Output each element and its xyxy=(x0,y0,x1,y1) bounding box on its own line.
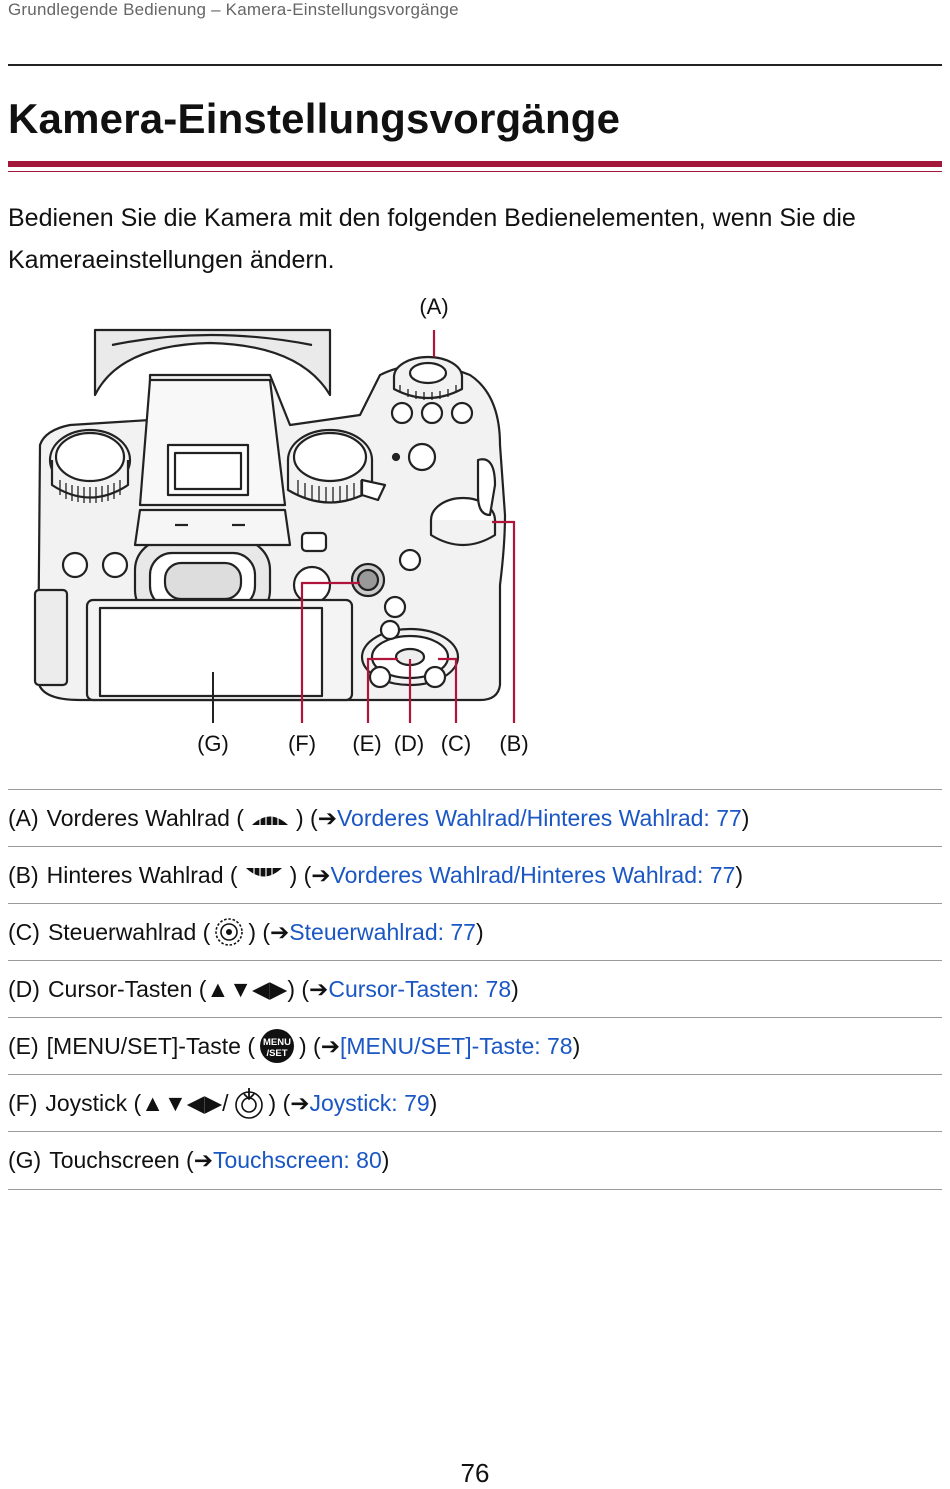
breadcrumb: Grundlegende Bedienung – Kamera-Einstell… xyxy=(8,0,459,19)
legend-row: (E) [MENU/SET]-Taste ( MENU /SET ) (➔ [M… xyxy=(8,1017,942,1074)
callout-a: (A) xyxy=(419,294,448,319)
svg-text:MENU: MENU xyxy=(263,1037,291,1048)
legend-row: (D) Cursor-Tasten ( ▲▼◀▶ ) (➔ Cursor-Tas… xyxy=(8,960,942,1017)
link-touchscreen[interactable]: Touchscreen: 80 xyxy=(212,1146,382,1173)
title-underline-thick xyxy=(8,161,942,167)
joystick-press-icon xyxy=(234,1088,263,1119)
link-cursor-keys[interactable]: Cursor-Tasten: 78 xyxy=(328,975,512,1002)
page-title: Kamera-Einstellungsvorgänge xyxy=(8,95,621,142)
legend-row: (B) Hinteres Wahlrad ( ) (➔ Vorderes Wah… xyxy=(8,846,942,903)
controls-legend: (A) Vorderes Wahlrad ( ) (➔ Vorderes Wah… xyxy=(8,789,942,1190)
camera-diagram: (A) (G) (F) (E) (D) (C) (B) xyxy=(33,294,529,756)
callout-e: (E) xyxy=(352,731,381,756)
control-dial-icon xyxy=(215,918,244,946)
cursor-arrows: ▲▼◀▶ xyxy=(206,975,288,1002)
legend-row: (F) Joystick ( ▲▼◀▶/ ) (➔ Joystick: 79 ) xyxy=(8,1074,942,1131)
callout-c: (C) xyxy=(441,731,472,756)
link-menu-set[interactable]: [MENU/SET]-Taste: 78 xyxy=(339,1032,573,1059)
page-number: 76 xyxy=(460,1458,490,1488)
joystick-arrows: ▲▼◀▶/ xyxy=(141,1089,229,1116)
legend-row: (A) Vorderes Wahlrad ( ) (➔ Vorderes Wah… xyxy=(8,789,942,846)
front-dial-icon xyxy=(251,814,288,825)
menu-set-icon: MENU /SET xyxy=(260,1029,294,1063)
header-divider xyxy=(8,64,942,66)
intro-text: Bedienen Sie die Kamera mit den folgende… xyxy=(8,204,856,274)
rear-dial-icon xyxy=(245,868,282,878)
callout-g: (G) xyxy=(197,731,229,756)
legend-row: (G) Touchscreen (➔ Touchscreen: 80 ) xyxy=(8,1131,942,1190)
link-joystick[interactable]: Joystick: 79 xyxy=(309,1089,430,1116)
link-control-dial[interactable]: Steuerwahlrad: 77 xyxy=(289,918,476,945)
callout-b: (B) xyxy=(499,731,528,756)
callout-d: (D) xyxy=(394,731,425,756)
link-rear-dial[interactable]: Vorderes Wahlrad/Hinteres Wahlrad: 77 xyxy=(330,861,736,888)
svg-text:/SET: /SET xyxy=(266,1048,287,1059)
title-underline-thin xyxy=(8,171,942,172)
link-front-dial[interactable]: Vorderes Wahlrad/Hinteres Wahlrad: 77 xyxy=(336,804,742,831)
legend-row: (C) Steuerwahlrad ( ) (➔ Steuerwahlrad: … xyxy=(8,903,942,960)
callout-f: (F) xyxy=(288,731,316,756)
